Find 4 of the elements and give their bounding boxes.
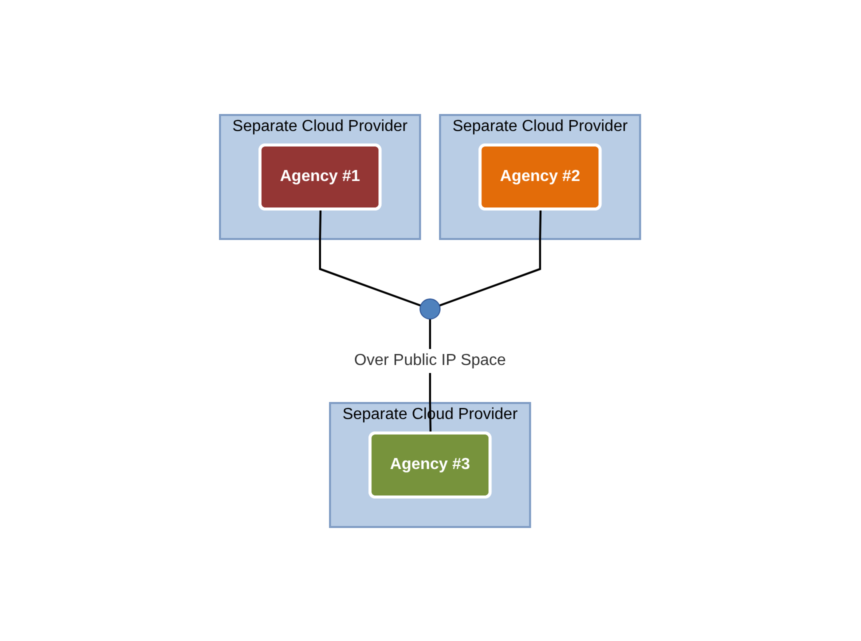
edge-label: Over Public IP Space <box>354 352 506 368</box>
node-circle <box>420 298 441 319</box>
connector <box>319 208 422 306</box>
connector <box>440 208 542 306</box>
